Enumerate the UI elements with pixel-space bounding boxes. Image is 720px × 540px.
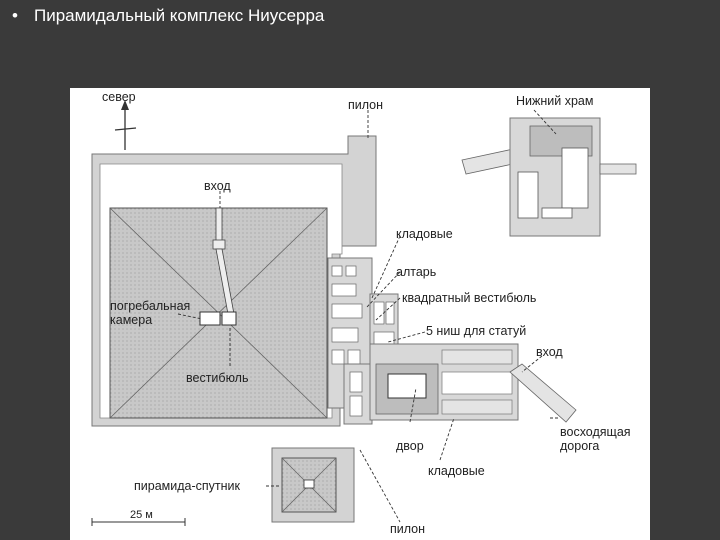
courtyard [369, 343, 519, 421]
label-pylon-bottom: пилон [390, 522, 425, 536]
label-north: север [102, 90, 136, 104]
leader-lines [177, 109, 560, 523]
label-lower-temple: Нижний храм [516, 94, 593, 108]
slide-title: Пирамидальный комплекс Ниусерра [34, 6, 325, 25]
label-niches: 5 ниш для статуй [426, 324, 526, 338]
satellite-pyramid [271, 447, 355, 523]
north-arrow-icon [114, 100, 137, 150]
label-storerooms-2: кладовые [428, 464, 485, 478]
label-entrance-temple: вход [536, 345, 563, 359]
label-causeway-line2: дорога [560, 439, 599, 453]
label-burial-chamber-line1: погребальная [110, 299, 190, 313]
main-pyramid [109, 207, 328, 419]
site-plan: север пилон Нижний храм вход кладовые ал… [70, 88, 650, 540]
label-scale: 25 м [130, 509, 153, 521]
slide-title-bar: • Пирамидальный комплекс Ниусерра [0, 0, 720, 36]
label-square-vestibule: квадратный вестибюль [402, 291, 536, 305]
scale-bar [91, 518, 186, 526]
label-entrance-pyramid: вход [204, 179, 231, 193]
site-plan-drawing: север пилон Нижний храм вход кладовые ал… [91, 90, 637, 536]
bullet: • [12, 6, 18, 25]
label-satellite-pyramid: пирамида-спутник [134, 479, 241, 493]
label-storerooms-1: кладовые [396, 227, 453, 241]
label-courtyard: двор [396, 439, 424, 453]
label-vestibule: вестибюль [186, 371, 248, 385]
label-burial-chamber-line2: камера [110, 313, 152, 327]
label-pylon-top: пилон [348, 98, 383, 112]
lower-temple [461, 117, 637, 237]
label-altar: алтарь [396, 265, 436, 279]
causeway [509, 363, 577, 423]
label-causeway-line1: восходящая [560, 425, 631, 439]
